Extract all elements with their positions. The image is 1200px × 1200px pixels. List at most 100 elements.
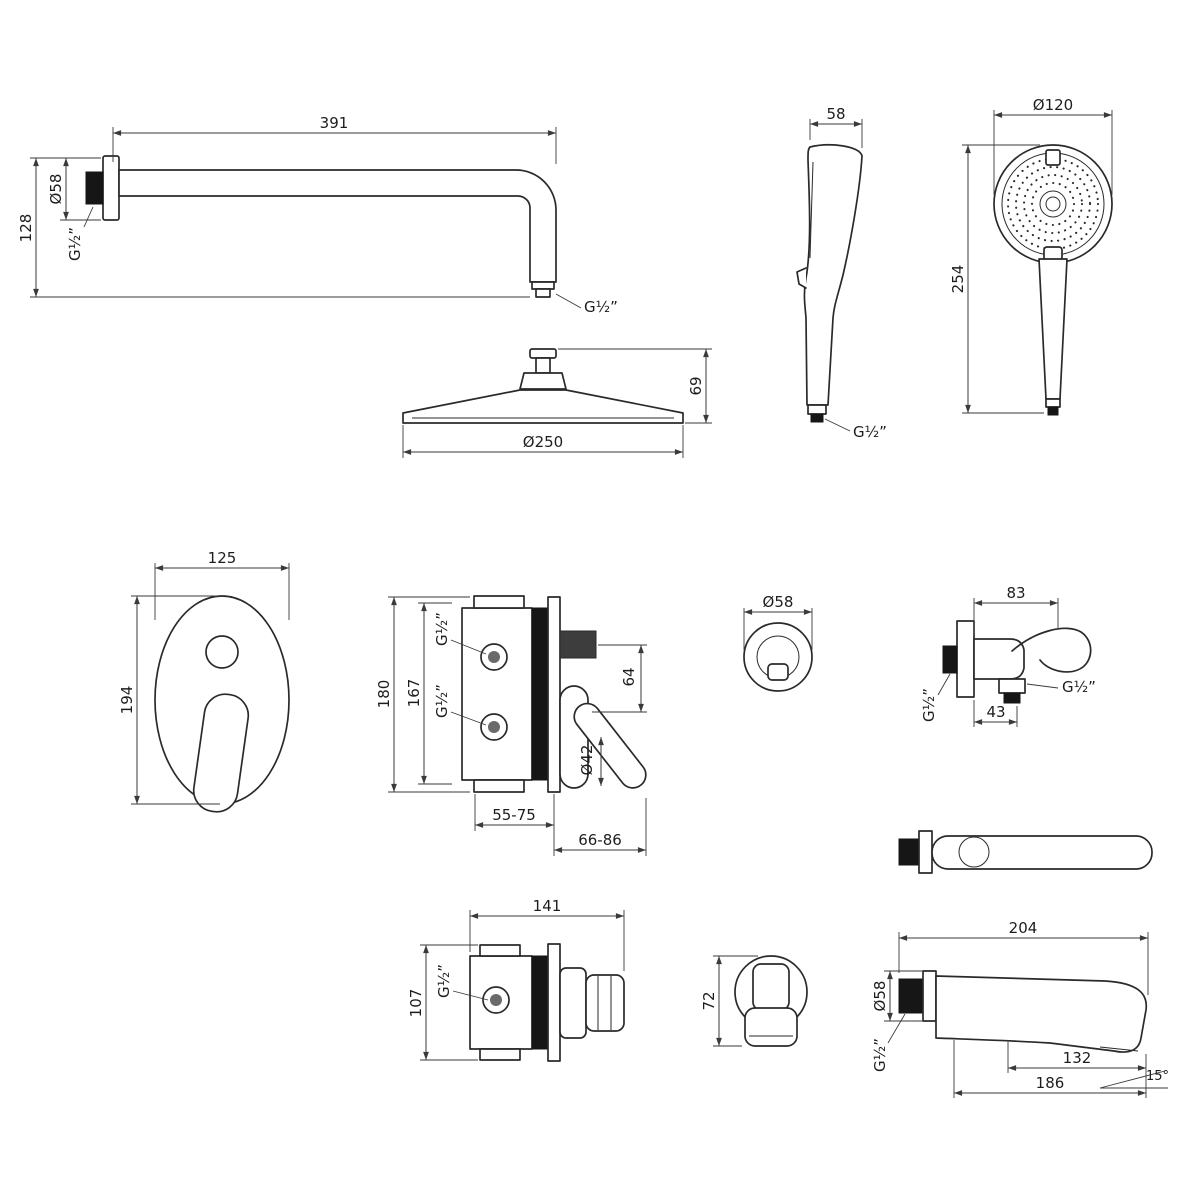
dim-spout-length: 204 bbox=[1009, 919, 1038, 937]
arm-outlet-nut bbox=[535, 288, 551, 298]
label-mixer-thread: G½” bbox=[435, 964, 453, 998]
hand-shower-handle bbox=[1038, 258, 1068, 400]
spray-nozzle-ring bbox=[1022, 173, 1084, 235]
arm-wall-thread-nipple bbox=[85, 171, 104, 205]
dim-spout-reach-total: 186 bbox=[1036, 1074, 1065, 1092]
head-collar bbox=[519, 372, 567, 390]
mixer-knob bbox=[585, 974, 625, 1032]
arm-tube bbox=[118, 169, 557, 283]
hand-shower-side-connector bbox=[807, 404, 827, 415]
head-connector-nut bbox=[529, 348, 557, 359]
dim-mixer-width: 141 bbox=[533, 897, 562, 915]
elbow-outlet-nut bbox=[1003, 692, 1021, 704]
diverter-button bbox=[205, 635, 239, 669]
hand-shower-front-drawing: Ø120 254 bbox=[949, 96, 1113, 416]
valve-top-tab bbox=[473, 595, 525, 609]
dim-valve-depth-handle: 66-86 bbox=[578, 831, 622, 849]
valve-lower-port bbox=[480, 713, 508, 741]
elbow-wall-thread bbox=[942, 645, 958, 674]
mixer-top-tab bbox=[479, 944, 521, 957]
dim-valve-outlet-offset: 64 bbox=[620, 667, 638, 686]
head-disc bbox=[402, 389, 684, 424]
spout-wall-flange bbox=[922, 970, 937, 1022]
valve-seal-strip bbox=[531, 607, 549, 781]
dim-spout-flange-dia: Ø58 bbox=[871, 981, 889, 1012]
head-connector-pipe bbox=[535, 357, 551, 374]
dim-valve-rosette-dia: Ø42 bbox=[578, 745, 596, 776]
holder-bar-drawing bbox=[898, 830, 1153, 874]
dim-hand-shower-depth: 58 bbox=[826, 105, 845, 123]
bar-wall-thread bbox=[898, 838, 920, 866]
dim-valve-inner-height: 167 bbox=[405, 679, 423, 708]
hand-shower-side-nut bbox=[810, 413, 824, 423]
label-hand-shower-thread: G½” bbox=[853, 423, 887, 441]
elbow-outlet bbox=[998, 678, 1026, 694]
face-bottom-tab bbox=[1043, 246, 1063, 261]
label-arm-outlet-thread: G½” bbox=[584, 298, 618, 316]
bar-wall-flange bbox=[918, 830, 933, 874]
rain-head-drawing: 69 Ø250 bbox=[402, 348, 712, 458]
valve-bottom-tab bbox=[473, 779, 525, 793]
spout-side-drawing: 204 Ø58 G½” 132 186 15° bbox=[871, 919, 1169, 1098]
dim-valve-depth-body: 55-75 bbox=[492, 806, 536, 824]
dim-arm-flange-dia: Ø58 bbox=[47, 174, 65, 205]
label-valve-upper-thread: G½” bbox=[433, 612, 451, 646]
wall-elbow-front-drawing: Ø58 bbox=[743, 593, 813, 692]
dim-spout-front-height: 72 bbox=[700, 991, 718, 1010]
spout-wall-thread bbox=[898, 978, 924, 1014]
label-arm-wall-thread: G½” bbox=[66, 227, 84, 261]
dim-arm-drop: 128 bbox=[17, 214, 35, 243]
dim-spout-reach-inner: 132 bbox=[1063, 1049, 1092, 1067]
dim-hand-shower-length: 254 bbox=[949, 265, 967, 294]
handle-nut bbox=[1047, 406, 1059, 416]
dim-spout-angle: 15° bbox=[1146, 1069, 1169, 1084]
valve-wall-plate bbox=[547, 596, 561, 793]
mixer-port bbox=[482, 986, 510, 1014]
dim-hand-shower-dia: Ø120 bbox=[1033, 96, 1073, 114]
dim-elbow-width: 83 bbox=[1006, 584, 1025, 602]
hand-shower-body-side bbox=[803, 144, 863, 406]
label-valve-lower-thread: G½” bbox=[433, 684, 451, 718]
spout-front-drawing: 72 bbox=[700, 955, 808, 1047]
spout-front-body bbox=[752, 963, 790, 1011]
hand-shower-clip bbox=[796, 267, 807, 289]
dim-plate-height: 194 bbox=[118, 686, 136, 715]
dim-plate-width: 125 bbox=[208, 549, 237, 567]
spray-nozzle-ring bbox=[1030, 181, 1076, 227]
dim-arm-length: 391 bbox=[320, 114, 349, 132]
dim-head-height: 69 bbox=[687, 376, 705, 395]
mixer-seal-strip bbox=[531, 955, 549, 1050]
spout-body bbox=[935, 975, 1148, 1053]
dim-elbow-offset: 43 bbox=[986, 703, 1005, 721]
mode-button bbox=[1045, 149, 1061, 166]
handshower-holder-hook bbox=[1011, 627, 1092, 673]
elbow-body bbox=[973, 638, 1025, 680]
hand-shower-side-drawing: 58 G½” bbox=[796, 105, 887, 441]
label-elbow-wall-thread: G½” bbox=[920, 688, 938, 722]
dim-mixer-height: 107 bbox=[407, 989, 425, 1018]
dim-valve-height: 180 bbox=[375, 680, 393, 709]
spout-front-tip bbox=[744, 1007, 798, 1047]
arm-wall-flange bbox=[102, 155, 120, 221]
shower-arm-drawing: 391 Ø58 128 G½” G½” bbox=[17, 114, 618, 316]
concealed-valve-drawing: 180 167 G½” G½” 64 Ø42 55-75 66-86 bbox=[375, 595, 647, 856]
elbow-outlet-nub bbox=[767, 663, 789, 681]
mixer-bottom-tab bbox=[479, 1048, 521, 1061]
valve-body bbox=[461, 607, 533, 781]
outlet-elbow-drawing: 83 G½” 43 G½” bbox=[920, 584, 1096, 727]
mixer-wall-plate bbox=[547, 943, 561, 1062]
shower-mixer-drawing: 141 107 G½” bbox=[407, 897, 625, 1062]
arm-outlet-collar bbox=[531, 281, 555, 290]
label-spout-wall-thread: G½” bbox=[871, 1038, 889, 1072]
elbow-flange bbox=[743, 622, 813, 692]
dim-head-dia: Ø250 bbox=[523, 433, 563, 451]
mixer-cartridge bbox=[559, 967, 587, 1039]
valve-upper-port bbox=[480, 643, 508, 671]
label-elbow-outlet-thread: G½” bbox=[1062, 678, 1096, 696]
mixer-lever bbox=[192, 693, 250, 813]
spray-nozzle-ring bbox=[1014, 165, 1092, 243]
elbow-wall-flange bbox=[956, 620, 975, 698]
trim-plate-drawing: 125 194 bbox=[118, 549, 290, 813]
